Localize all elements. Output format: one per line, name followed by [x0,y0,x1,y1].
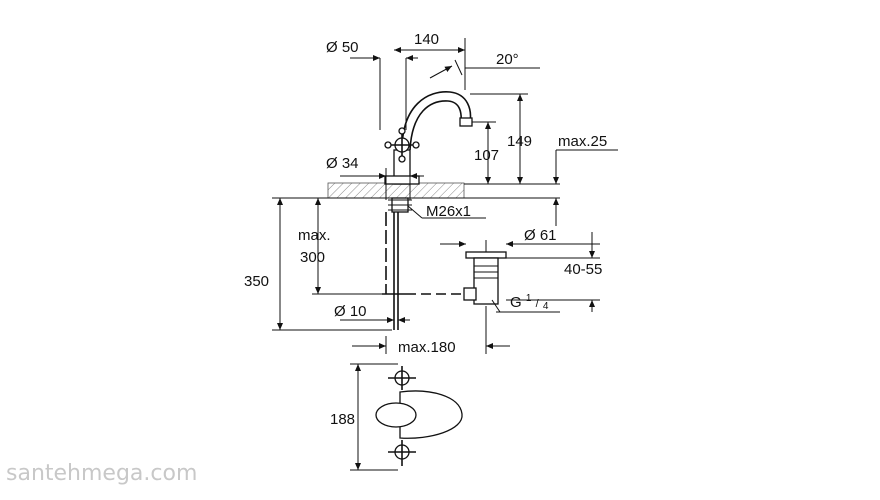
dim-waste-thread-slash: / [536,298,540,310]
dim-pipe-diameter: Ø 10 [334,303,367,320]
dim-hose-length-line1: max. [298,227,331,244]
faucet-top-view [375,366,463,466]
dim-waste-range: 40-55 [564,261,602,278]
dim-deck-thickness: max.25 [558,133,607,150]
dim-waste-thread-base: G [510,294,522,311]
dim-waste-reach: max.180 [398,339,456,356]
dim-waste-thread: G 1 / 4 [510,288,549,312]
dim-spout-reach: 140 [414,31,439,48]
dim-top-diameter: Ø 50 [326,39,359,56]
dim-hose-length-line2: 300 [300,249,325,266]
dim-shank-diameter: Ø 34 [326,155,359,172]
countertop [278,182,560,199]
dim-waste-thread-den: 4 [543,301,549,312]
watermark: santehmega.com [6,461,197,486]
waste-fitting [463,240,507,305]
dim-spout-outlet-height: 107 [474,147,499,164]
dim-total-depth: 350 [244,273,269,290]
dim-spout-height: 149 [507,133,532,150]
dim-swivel-angle: 20° [496,51,519,68]
dim-thread: M26x1 [426,203,471,220]
dim-top-view-width: 188 [330,411,355,428]
dimension-lines [272,38,618,471]
faucet-side-view [382,91,473,330]
dim-waste-diameter: Ø 61 [524,227,557,244]
dim-waste-thread-num: 1 [526,293,532,304]
